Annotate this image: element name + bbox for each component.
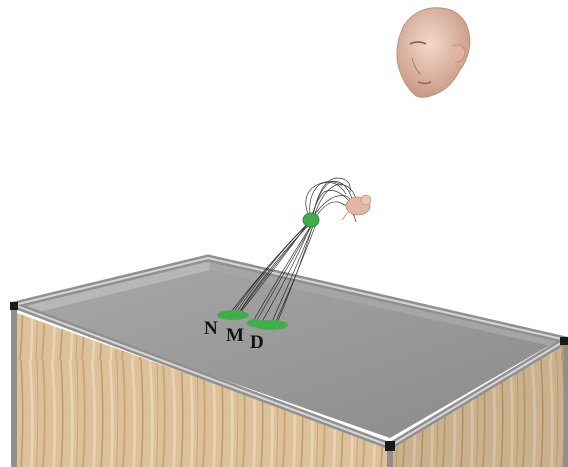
label-m: M [226,325,244,346]
arena-box [10,258,568,467]
human-head-illustration [397,8,470,98]
insect-illustration [342,195,371,220]
target-marker-d [254,320,288,330]
target-marker-n [217,310,249,320]
label-n: N [204,318,218,339]
label-d: D [250,332,264,353]
start-marker [303,213,319,227]
